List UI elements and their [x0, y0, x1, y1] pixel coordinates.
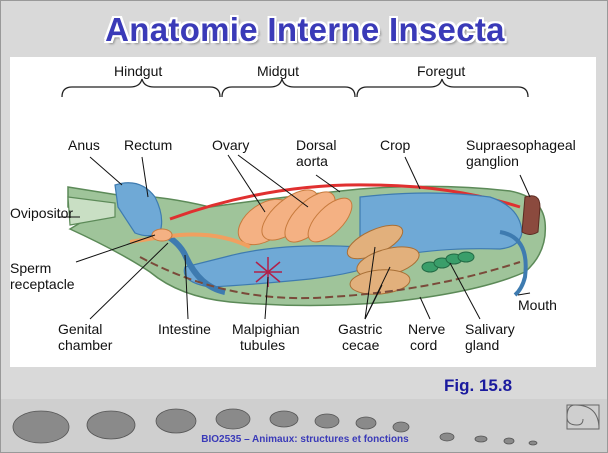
supraesophageal-label-line2: ganglion [466, 153, 519, 169]
sperm-receptacle-label-line2: receptacle [10, 276, 75, 292]
supraesophageal-ganglion [522, 196, 540, 235]
gastric-cecae-label-line2: cecae [342, 337, 379, 353]
beetle-icon [156, 409, 196, 433]
nerve-cord-label-line1: Nerve [408, 321, 445, 337]
genital-chamber-label-line1: Genital [58, 321, 102, 337]
ovipositor-label: Ovipositor [10, 205, 73, 221]
genital-chamber-label-line2: chamber [58, 337, 112, 353]
insect-anatomy-figure: Hindgut Midgut Foregut Anus Rectum Ovary… [10, 57, 596, 367]
hindgut-brace [62, 79, 220, 97]
sperm-receptacle-label-line1: Sperm [10, 260, 51, 276]
supraesophageal-label-line1: Supraesophageal [466, 137, 576, 153]
foregut-brace [357, 79, 528, 97]
nerve-cord-label-line2: cord [410, 337, 437, 353]
ovary-label: Ovary [212, 137, 249, 153]
rectum-label: Rectum [124, 137, 172, 153]
footer-course-title: BIO2535 – Animaux: structures et fonctio… [1, 434, 608, 445]
anus-label: Anus [68, 137, 100, 153]
hindgut-label: Hindgut [114, 63, 162, 79]
beetle-icon [315, 414, 339, 428]
figure-caption: Fig. 15.8 [444, 376, 512, 396]
salivary-gland-label-line1: Salivary [465, 321, 515, 337]
beetle-icon [393, 422, 409, 432]
foregut-label: Foregut [417, 63, 465, 79]
malpighian-tubules-label-line1: Malpighian [232, 321, 300, 337]
dorsal-aorta-label-line1: Dorsal [296, 137, 336, 153]
beetle-icon [216, 409, 250, 429]
intestine-label: Intestine [158, 321, 211, 337]
mouth-label: Mouth [518, 297, 557, 313]
salivary-gland-label-line2: gland [465, 337, 499, 353]
gastric-cecae-label-line1: Gastric [338, 321, 382, 337]
beetle-icon [270, 411, 298, 427]
beetle-icon [356, 417, 376, 429]
spiral-icon [567, 405, 599, 429]
crop-label: Crop [380, 137, 410, 153]
malpighian-tubules-label-line2: tubules [240, 337, 285, 353]
midgut-label: Midgut [257, 63, 299, 79]
dorsal-aorta-label-line2: aorta [296, 153, 328, 169]
midgut-brace [222, 79, 355, 97]
slide-title: Anatomie Interne Insecta [1, 11, 608, 49]
